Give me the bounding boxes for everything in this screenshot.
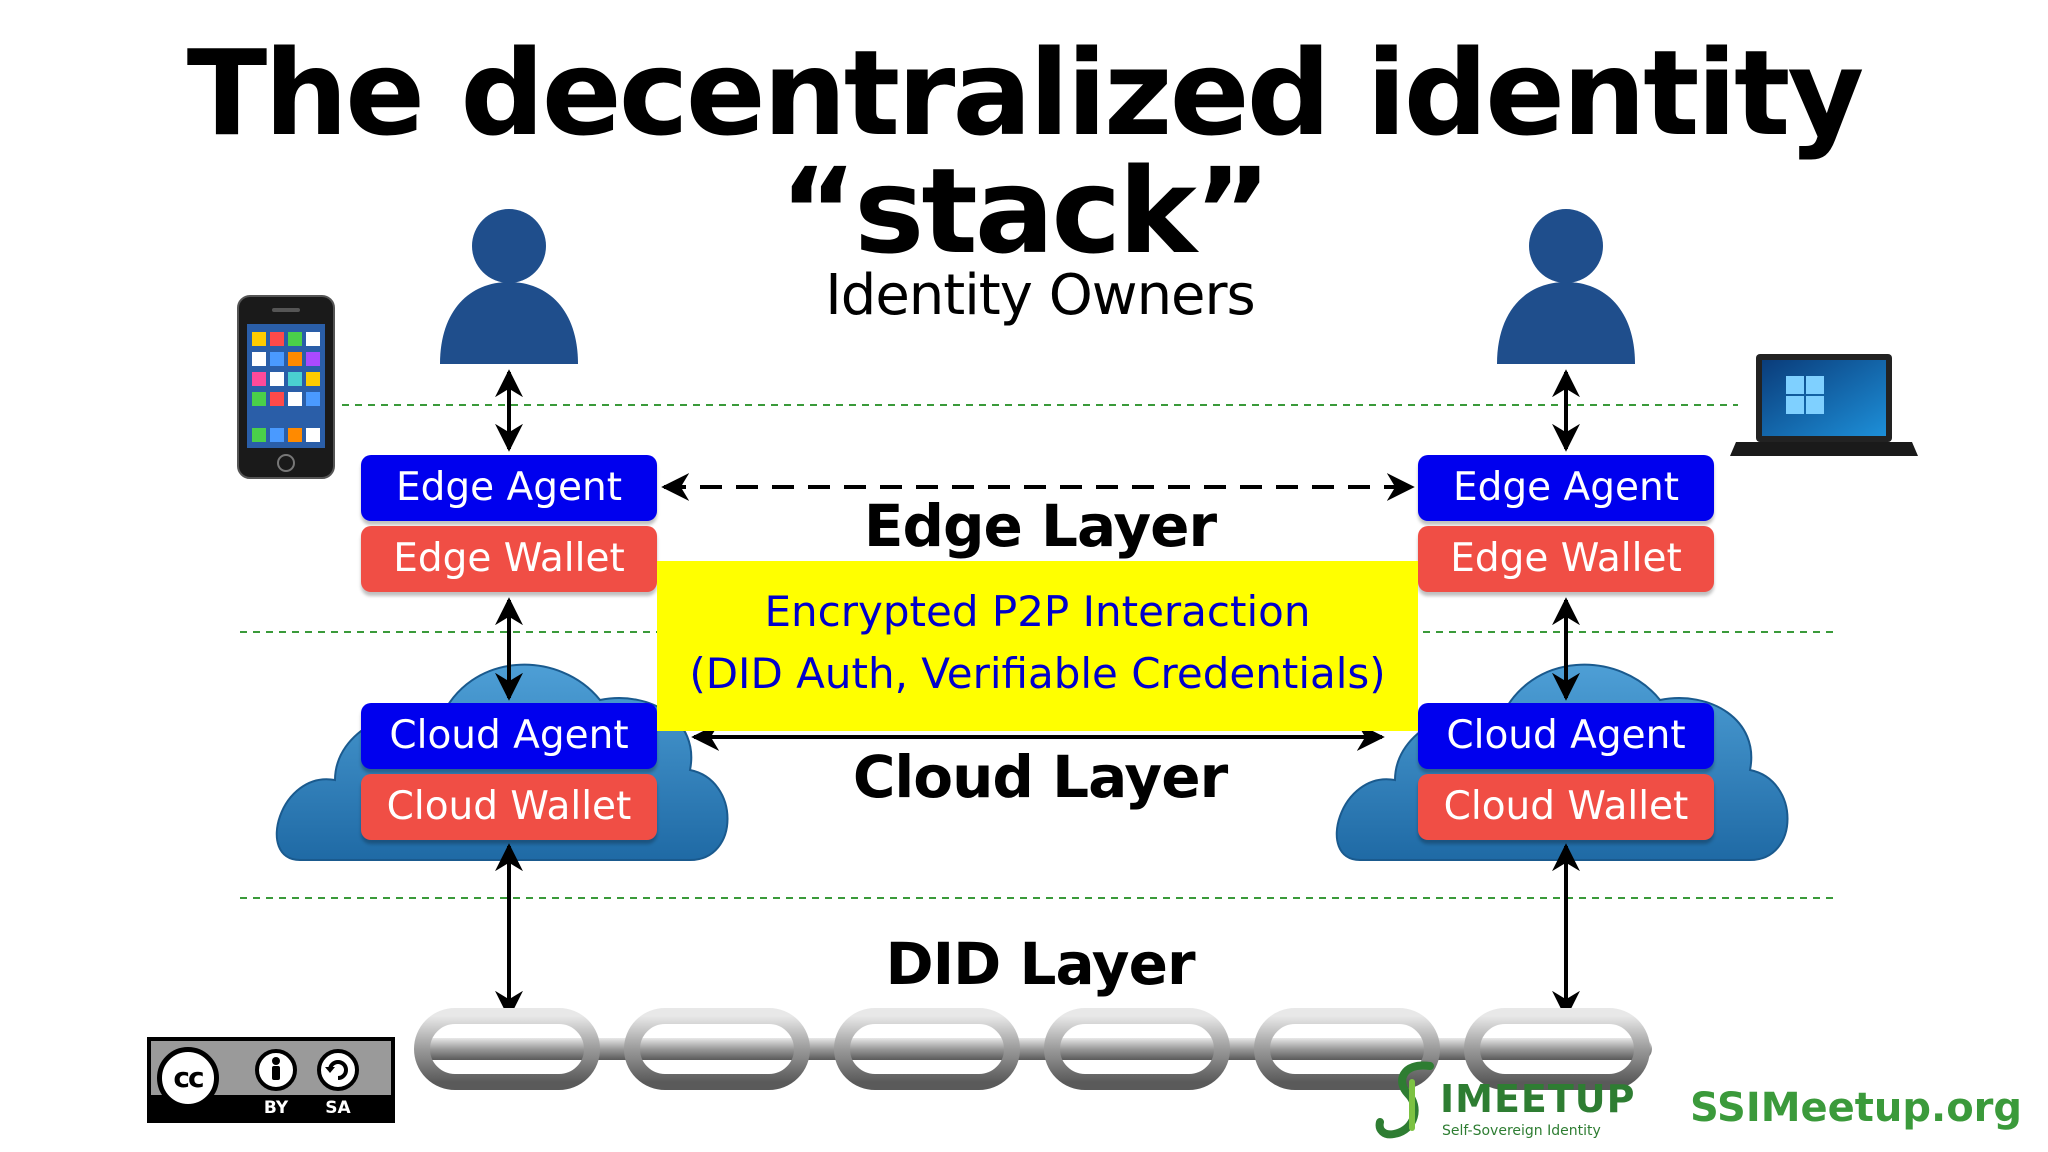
p2p-line-1: Encrypted P2P Interaction — [764, 587, 1311, 636]
cc-sa-label: SA — [325, 1098, 351, 1118]
ssi-meetup-logo: IMEETUP Self-Sovereign Identity — [1372, 1058, 1652, 1148]
identity-owners-label: Identity Owners — [825, 263, 1255, 328]
cloud-agent-left: Cloud Agent — [361, 703, 657, 769]
meetup-wordmark: IMEETUP — [1440, 1077, 1636, 1121]
p2p-line-2: (DID Auth, Verifiable Credentials) — [689, 649, 1386, 698]
edge-wallet-left: Edge Wallet — [361, 526, 657, 592]
edge-agent-right: Edge Agent — [1418, 455, 1714, 521]
attribution-icon — [255, 1049, 297, 1091]
cc-circle-icon: cc — [157, 1047, 219, 1109]
page-title: The decentralized identity “stack” — [186, 24, 1865, 280]
cloud-wallet-right: Cloud Wallet — [1418, 774, 1714, 840]
edge-wallet-right: Edge Wallet — [1418, 526, 1714, 592]
person-icon — [440, 209, 578, 364]
share-alike-glyph-icon — [325, 1060, 348, 1080]
cloud-wallet-left: Cloud Wallet — [361, 774, 657, 840]
edge-agent-left: Edge Agent — [361, 455, 657, 521]
ssi-meetup-mark-icon — [1375, 1061, 1434, 1139]
chain-icon — [414, 1008, 1652, 1090]
cc-license-icon: cc BY SA — [147, 1037, 395, 1123]
person-glyph-icon — [272, 1057, 280, 1080]
cc-by-label: BY — [263, 1098, 289, 1118]
site-url: SSIMeetup.org — [1690, 1085, 2023, 1131]
did-layer-label: DID Layer — [885, 930, 1195, 998]
share-alike-icon — [317, 1049, 359, 1091]
meetup-tagline: Self-Sovereign Identity — [1442, 1123, 1601, 1139]
p2p-interaction-box: Encrypted P2P Interaction (DID Auth, Ver… — [657, 561, 1418, 731]
cloud-layer-label: Cloud Layer — [852, 743, 1228, 811]
person-icon — [1497, 209, 1635, 364]
edge-layer-label: Edge Layer — [863, 492, 1217, 560]
smartphone-icon — [237, 295, 335, 479]
cloud-agent-right: Cloud Agent — [1418, 703, 1714, 769]
laptop-icon — [1730, 354, 1918, 456]
